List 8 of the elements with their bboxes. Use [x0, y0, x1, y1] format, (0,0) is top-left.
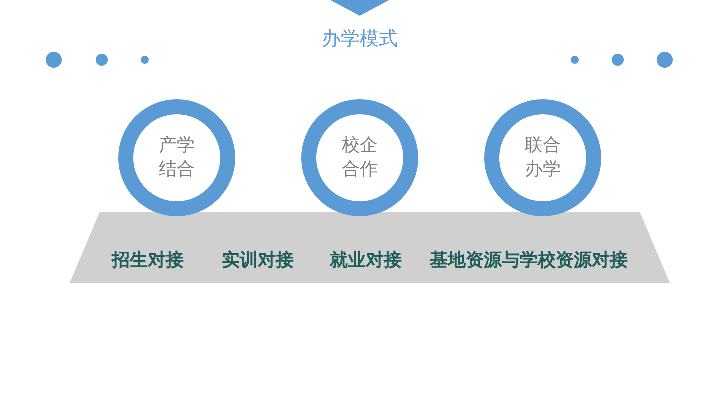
- circle-label: 校企合作: [341, 134, 379, 182]
- band-label: 基地资源与学校资源对接: [430, 249, 628, 272]
- title: 办学模式: [321, 27, 399, 52]
- band-label: 实训对接: [222, 249, 294, 272]
- circle-label: 联合办学: [524, 134, 562, 182]
- band-label: 就业对接: [330, 249, 402, 272]
- circle-label: 产学结合: [158, 134, 196, 182]
- band-label: 招生对接: [112, 249, 184, 272]
